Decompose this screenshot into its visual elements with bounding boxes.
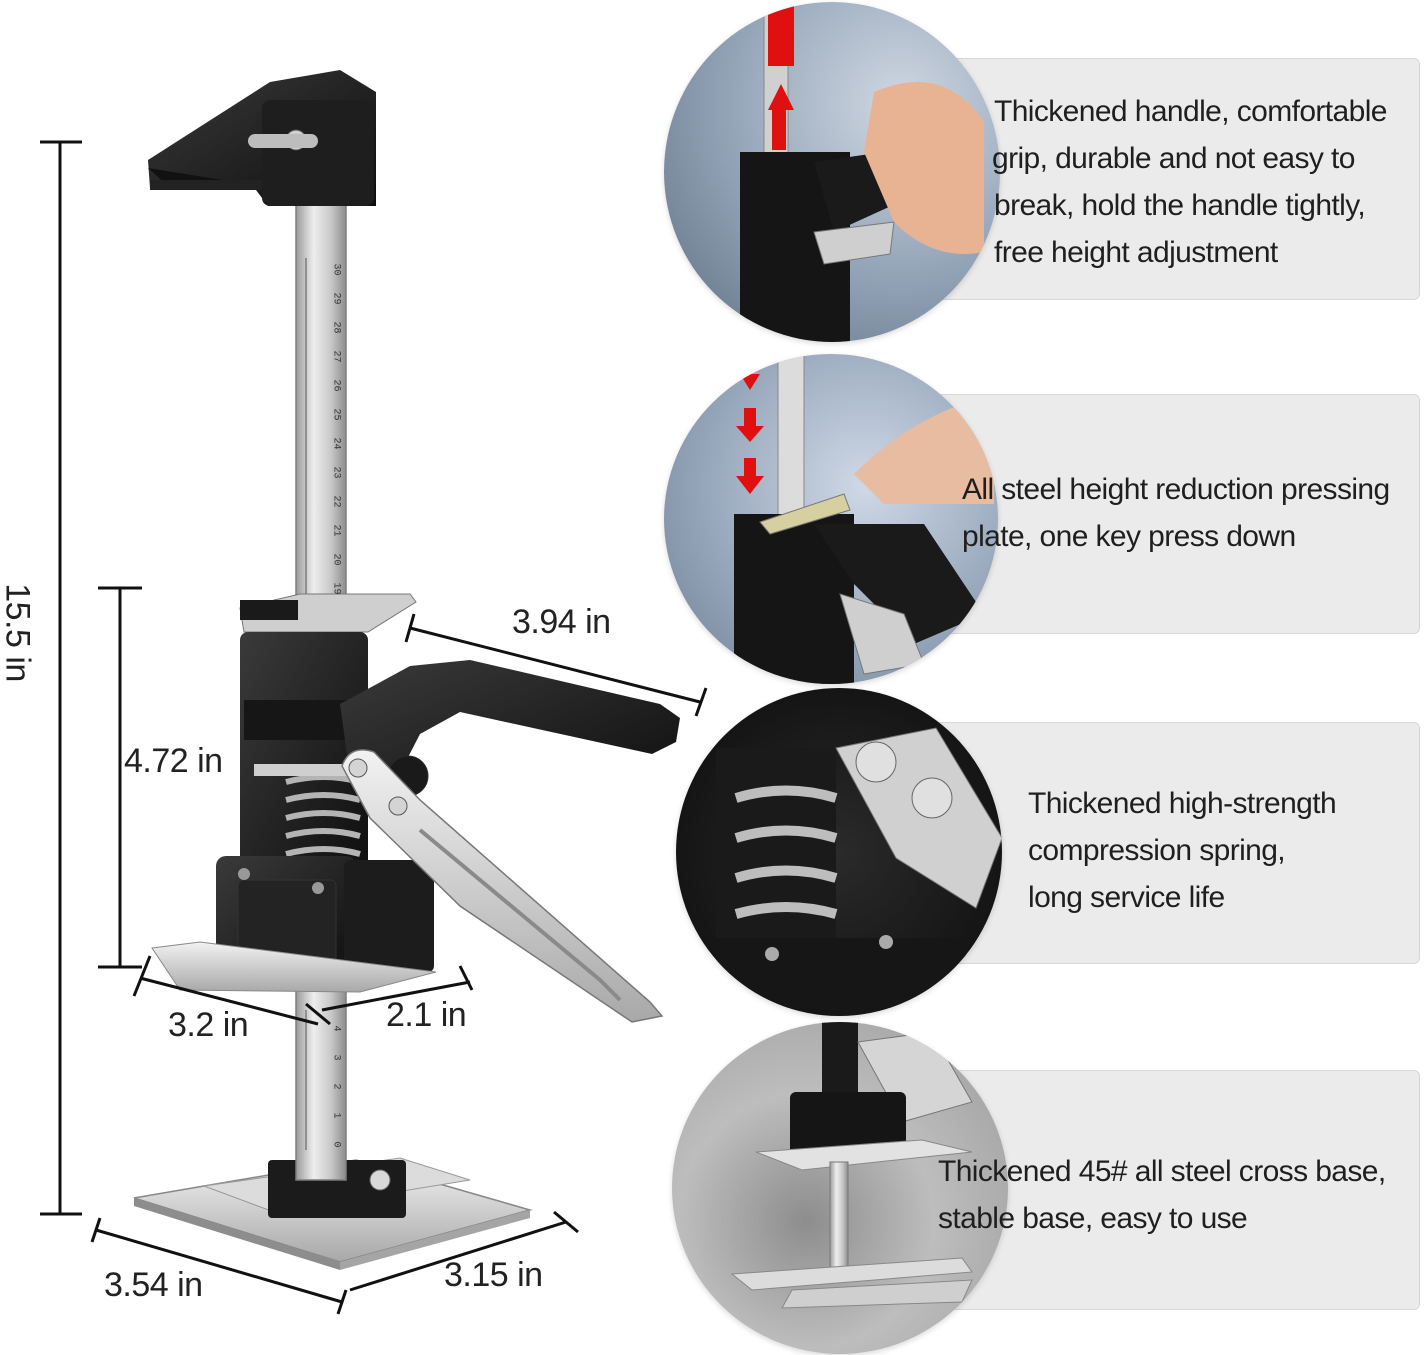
steel-base-closeup-icon (672, 1022, 1008, 1354)
finger-pressing-plate-icon (664, 354, 998, 684)
handle-dimension-label: 3.94 in (512, 603, 611, 641)
spring-closeup-icon (676, 688, 1002, 1016)
feature-line: All steel height reduction pressing (962, 473, 1390, 506)
product-illustration (40, 70, 708, 1315)
ruler-upper-ticks: 30 29 28 27 26 25 24 23 22 21 20 19 (320, 256, 342, 604)
base-width-label: 3.54 in (104, 1266, 203, 1304)
ruler-tick: 23 (330, 466, 342, 479)
ruler-tick: 30 (330, 263, 342, 276)
feature-line: stable base, easy to use (938, 1202, 1248, 1235)
ruler-tick: 1 (330, 1112, 342, 1119)
height-dimension-label: 15.5 in (0, 583, 37, 682)
feature-line: Thickened high-strength (1028, 787, 1337, 820)
ruler-lower-ticks: 4 3 2 1 0 (320, 1018, 342, 1163)
ruler-tick: 20 (330, 553, 342, 566)
lift-plate-width-label: 3.2 in (168, 1006, 249, 1044)
feature-line: Thickened 45# all steel cross base, (938, 1155, 1386, 1188)
feature-line: grip, durable and not easy to (992, 142, 1355, 175)
ruler-tick: 21 (330, 524, 342, 537)
feature-text-base: Thickened 45# all steel cross base, stab… (938, 1148, 1386, 1242)
ruler-tick: 29 (330, 292, 342, 305)
feature-line: long service life (1028, 881, 1225, 914)
ruler-tick: 4 (330, 1025, 342, 1032)
ruler-tick: 26 (330, 379, 342, 392)
feature-line: Thickened handle, comfortable (994, 95, 1387, 128)
feature-line: plate, one key press down (962, 520, 1296, 553)
height-dimension-line (40, 140, 82, 1216)
handle-dimension-line (404, 613, 708, 717)
steel-lever (341, 749, 664, 1023)
ruler-tick: 19 (330, 582, 342, 595)
feature-text-spring: Thickened high-strength compression spri… (1028, 780, 1337, 921)
feature-line: break, hold the handle tightly, (994, 189, 1366, 222)
hand-squeezing-handle-icon (664, 2, 1000, 342)
base-dimension-lines (90, 1210, 579, 1315)
ruler-tick: 0 (330, 1141, 342, 1148)
stroke-dimension-line (98, 586, 142, 969)
base-depth-label: 3.15 in (444, 1256, 543, 1294)
feature-line: compression spring, (1028, 834, 1286, 867)
feature-text-pressing-plate: All steel height reduction pressing plat… (962, 466, 1390, 560)
main-body (216, 632, 434, 984)
ruler-tick: 28 (330, 321, 342, 334)
stroke-dimension-label: 4.72 in (124, 742, 223, 780)
feature-text-handle: Thickened handle, comfortable grip, dura… (992, 88, 1387, 276)
lift-plate-dimension-lines (132, 955, 474, 1026)
ruler-tick: 22 (330, 495, 342, 508)
top-clamp-head (148, 70, 376, 206)
lift-plate-depth-label: 2.1 in (386, 996, 467, 1034)
ruler-tick: 3 (330, 1054, 342, 1061)
ruler-tick: 2 (330, 1083, 342, 1090)
ruler-tick: 24 (330, 437, 342, 450)
lift-plate (151, 941, 437, 993)
ruler-tick: 25 (330, 408, 342, 421)
feature-line: free height adjustment (994, 236, 1278, 269)
cross-base-plate (133, 1157, 533, 1270)
ruler-tick: 27 (330, 350, 342, 363)
